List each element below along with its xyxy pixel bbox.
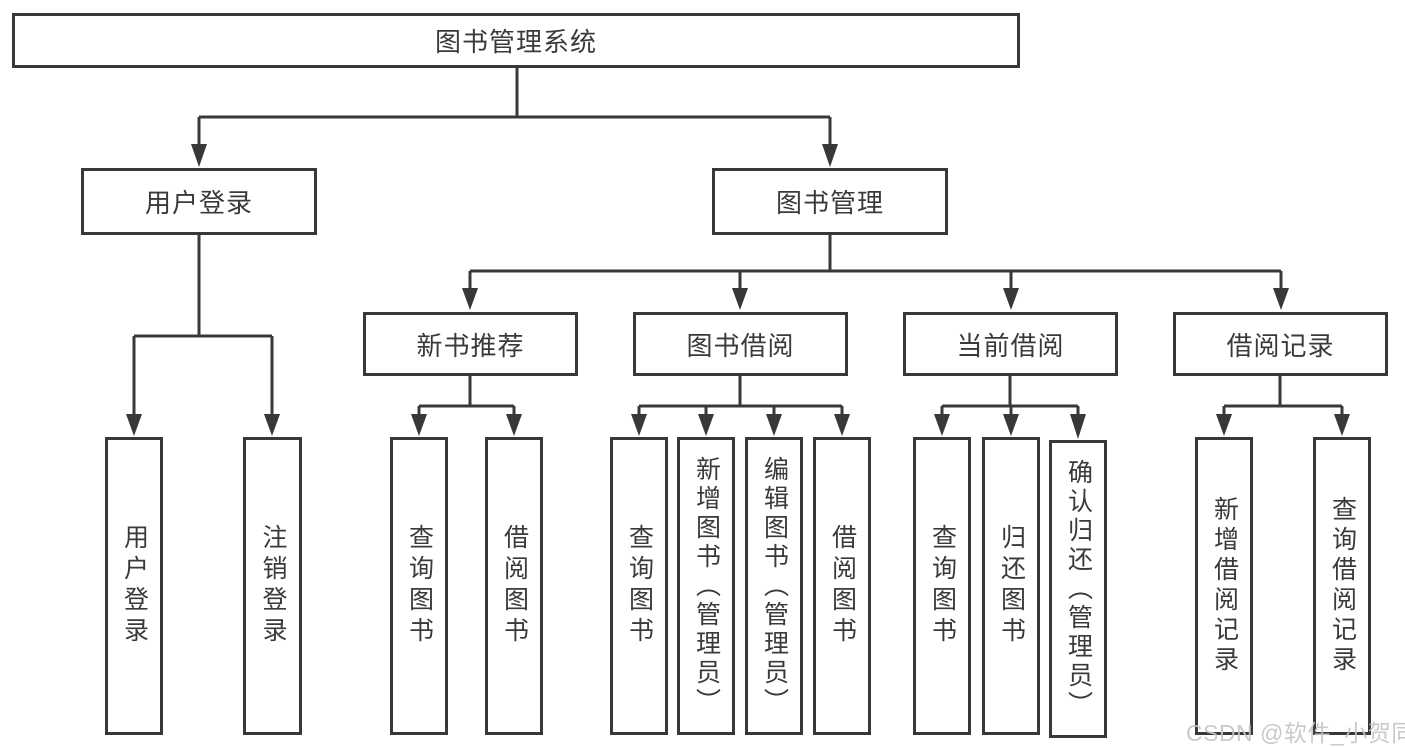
leaf-return-book: 归还图书 <box>982 437 1040 735</box>
leaf-add-borrow-record: 新增借阅记录 <box>1195 437 1253 735</box>
leaf-query-borrow-record: 查询借阅记录 <box>1313 437 1371 735</box>
node-user-login: 用户登录 <box>81 168 317 235</box>
node-book-management: 图书管理 <box>712 168 948 235</box>
node-book-management-label: 图书管理 <box>775 188 884 218</box>
node-new-book-recommend-label: 新书推荐 <box>416 330 525 361</box>
connector-borrow-records <box>1216 376 1350 436</box>
connector-book-management <box>462 235 1289 310</box>
node-user-login-label: 用户登录 <box>144 188 253 218</box>
node-borrow-records-label: 借阅记录 <box>1226 330 1335 361</box>
node-book-borrow-label: 图书借阅 <box>686 330 795 361</box>
leaf-confirm-return-admin: 确认归还（管理员） <box>1049 440 1107 738</box>
leaf-edit-book-admin: 编辑图书（管理员） <box>745 437 803 735</box>
connector-book-borrow <box>631 376 850 436</box>
leaf-query-books-current: 查询图书 <box>913 437 971 735</box>
leaf-logout: 注销登录 <box>243 437 302 735</box>
leaf-borrow-books-borrow: 借阅图书 <box>813 437 871 735</box>
node-root: 图书管理系统 <box>12 13 1020 68</box>
watermark-text: CSDN @软件_小贺同学 <box>1186 720 1405 746</box>
leaf-query-books-recommend: 查询图书 <box>390 437 448 735</box>
connector-current-borrow <box>934 376 1086 439</box>
connector-new-book <box>411 376 522 436</box>
leaf-borrow-books-recommend: 借阅图书 <box>485 437 543 735</box>
connector-root <box>191 68 838 167</box>
node-book-borrow: 图书借阅 <box>633 312 848 376</box>
node-current-borrow: 当前借阅 <box>903 312 1118 376</box>
leaf-query-books-borrow: 查询图书 <box>610 437 668 735</box>
connector-user-login <box>126 235 280 436</box>
node-root-label: 图书管理系统 <box>434 27 597 57</box>
leaf-user-login: 用户登录 <box>105 437 163 735</box>
node-new-book-recommend: 新书推荐 <box>363 312 578 376</box>
leaf-add-book-admin: 新增图书（管理员） <box>677 437 735 735</box>
node-borrow-records: 借阅记录 <box>1173 312 1388 376</box>
node-current-borrow-label: 当前借阅 <box>956 330 1065 361</box>
